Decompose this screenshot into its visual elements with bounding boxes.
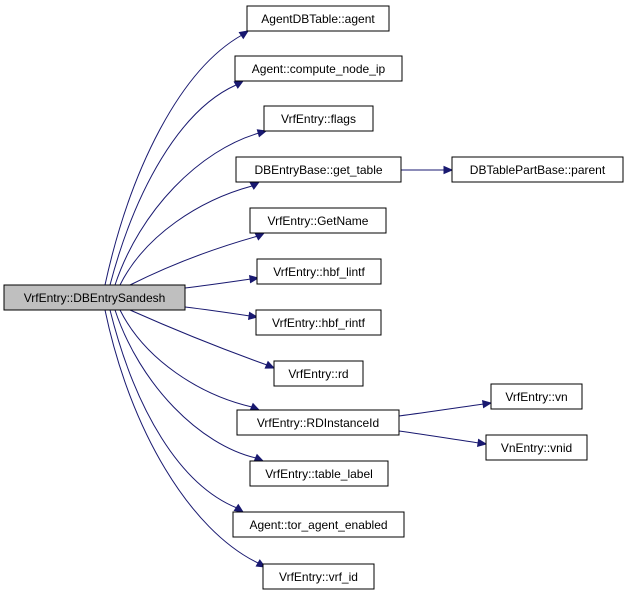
edge-rdinstanceid-to-vn <box>398 403 485 417</box>
edge-root-to-tor-agent-enabled <box>109 309 238 509</box>
node-vnid[interactable]: VnEntry::vnid <box>485 434 588 461</box>
edge-root-to-flags <box>114 132 260 286</box>
node-vn[interactable]: VrfEntry::vn <box>490 383 583 410</box>
node-get-table[interactable]: DBEntryBase::get_table <box>235 156 402 183</box>
node-label: VrfEntry::hbf_lintf <box>273 265 365 279</box>
node-label: VrfEntry::hbf_rintf <box>272 316 366 330</box>
node-getname[interactable]: VrfEntry::GetName <box>249 207 387 234</box>
arrowhead-icon <box>233 503 245 513</box>
edge-root-to-agentdb-agent <box>104 34 243 286</box>
node-rdinstanceid[interactable]: VrfEntry::RDInstanceId <box>236 409 400 436</box>
node-label: VrfEntry::DBEntrySandesh <box>24 291 166 305</box>
node-label: VrfEntry::vn <box>505 390 567 404</box>
node-table-label[interactable]: VrfEntry::table_label <box>249 460 389 487</box>
node-flags[interactable]: VrfEntry::flags <box>263 105 374 132</box>
edge-root-to-get-table <box>119 185 253 286</box>
node-hbf-rintf[interactable]: VrfEntry::hbf_rintf <box>255 309 382 336</box>
arrowhead-icon <box>233 80 245 89</box>
arrowhead-icon <box>481 399 493 409</box>
edge-root-to-vrf-id <box>104 309 259 564</box>
node-label: DBTablePartBase::parent <box>470 163 606 177</box>
edge-rdinstanceid-to-vnid <box>398 430 480 444</box>
edge-root-to-hbf-rintf <box>184 306 251 317</box>
node-agentdb-agent[interactable]: AgentDBTable::agent <box>246 5 390 32</box>
edge-root-to-getname <box>129 235 259 286</box>
edge-root-to-hbf-lintf <box>184 278 252 289</box>
node-label: VrfEntry::rd <box>288 367 348 381</box>
node-vrf-id[interactable]: VrfEntry::vrf_id <box>262 563 375 590</box>
arrowhead-icon <box>476 438 488 448</box>
node-parent[interactable]: DBTablePartBase::parent <box>451 156 624 183</box>
call-graph-edges <box>104 30 493 568</box>
arrowhead-icon <box>248 274 260 284</box>
arrowhead-icon <box>256 129 268 138</box>
edge-root-to-table-label <box>114 309 257 459</box>
node-root[interactable]: VrfEntry::DBEntrySandesh <box>3 284 186 311</box>
arrowhead-icon <box>249 402 261 411</box>
arrowhead-icon <box>249 181 261 190</box>
arrowhead-icon <box>443 165 454 175</box>
node-tor-agent-enabled[interactable]: Agent::tor_agent_enabled <box>232 511 405 538</box>
node-label: VrfEntry::table_label <box>265 467 373 481</box>
arrowhead-icon <box>264 360 276 369</box>
arrowhead-icon <box>254 232 266 241</box>
arrowhead-icon <box>253 453 265 462</box>
node-rd[interactable]: VrfEntry::rd <box>273 360 364 387</box>
node-hbf-lintf[interactable]: VrfEntry::hbf_lintf <box>256 258 382 285</box>
node-label: DBEntryBase::get_table <box>254 163 382 177</box>
node-label: Agent::compute_node_ip <box>252 62 386 76</box>
node-label: VrfEntry::vrf_id <box>279 570 358 584</box>
edge-root-to-rdinstanceid <box>119 309 253 408</box>
node-label: VrfEntry::RDInstanceId <box>257 416 379 430</box>
edge-root-to-rd <box>129 309 268 366</box>
arrowhead-icon <box>247 311 259 321</box>
node-label: VnEntry::vnid <box>501 441 572 455</box>
node-compute-node-ip[interactable]: Agent::compute_node_ip <box>234 55 403 82</box>
node-label: AgentDBTable::agent <box>261 12 375 26</box>
edge-root-to-compute-node-ip <box>109 84 237 286</box>
arrowhead-icon <box>238 30 250 40</box>
node-label: VrfEntry::flags <box>281 112 356 126</box>
node-label: Agent::tor_agent_enabled <box>249 518 387 532</box>
node-label: VrfEntry::GetName <box>268 214 369 228</box>
